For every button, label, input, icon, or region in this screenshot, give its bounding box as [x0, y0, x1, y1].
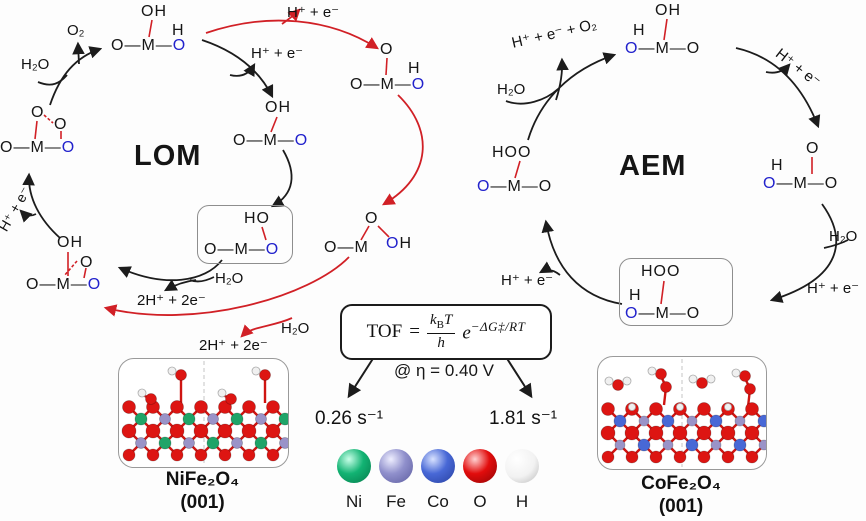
- lom-species-b-o: O: [380, 41, 394, 58]
- tof-value-nife2o4: 0.26 s⁻¹: [315, 408, 384, 429]
- tof-equation-box: TOF = kBT h e−ΔG‡/RT: [340, 304, 552, 360]
- tof-exponential: e−ΔG‡/RT: [462, 319, 526, 344]
- lom-species-b-row: O—M—O: [350, 76, 426, 93]
- legend-label-co: Co: [427, 492, 449, 511]
- legend-item-o: O: [463, 449, 497, 512]
- lom-species-f-row: O—M—O: [26, 276, 102, 293]
- bond-lines: [34, 18, 813, 305]
- lom-species-a-oh: OH: [141, 3, 167, 20]
- cofe2o4-facet: (001): [658, 496, 704, 517]
- lom-label-2h-2e-black: 2H⁺ + 2e⁻: [137, 292, 206, 309]
- aem-species-top-oh: OH: [655, 2, 681, 19]
- nife2o4-facet: (001): [180, 492, 225, 513]
- tof-value-cofe2o4: 1.81 s⁻¹: [489, 408, 558, 429]
- lom-label-2h-2e-red: 2H⁺ + 2e⁻: [199, 337, 268, 354]
- legend-label-h: H: [515, 492, 529, 511]
- aem-species-boxed-row: O—M—O: [625, 305, 701, 322]
- cofe2o4-label: CoFe₂O₄: [641, 473, 721, 494]
- lom-species-b-h: H: [408, 60, 421, 77]
- lom-species-g-o2: O: [54, 116, 68, 133]
- aem-label-h-e-bottom: H⁺ + e⁻: [807, 280, 860, 297]
- lom-species-c-row: O—M: [324, 239, 369, 256]
- lom-label-h2o-top: H₂O: [21, 56, 50, 73]
- aem-label-h2o-right: H₂O: [829, 228, 858, 245]
- aem-species-boxed-hoo: HOO: [641, 263, 681, 280]
- lom-label-h2o-red: H₂O: [281, 320, 310, 337]
- aem-species-right-h: H: [771, 157, 784, 174]
- tof-lhs: TOF: [366, 321, 403, 342]
- legend-label-fe: Fe: [386, 492, 406, 511]
- lom-red-arrows: [103, 8, 424, 338]
- lom-species-c-o-top: O: [365, 210, 379, 227]
- co-sphere-icon: [421, 449, 455, 483]
- nife2o4-structure-box: [118, 358, 289, 468]
- lom-species-f-oh: OH: [57, 234, 83, 251]
- lom-species-d-row: O—M—O: [204, 241, 280, 258]
- lom-species-a-row: O—M—O: [111, 37, 187, 54]
- lom-label-h-e-top: H⁺ + e⁻: [287, 4, 340, 21]
- lom-title: LOM: [134, 140, 202, 172]
- lom-key-intermediate-box: [197, 205, 293, 264]
- aem-species-left-row: O—M—O: [477, 178, 553, 195]
- tof-fraction: kBT h: [426, 313, 456, 351]
- lom-label-h-e-mid: H⁺ + e⁻: [251, 45, 304, 62]
- lom-label-o2: O₂: [67, 22, 85, 39]
- lom-species-d-ho: HO: [244, 210, 270, 227]
- legend-label-o: O: [473, 492, 487, 511]
- aem-title: AEM: [619, 150, 687, 182]
- lom-species-a-h: H: [172, 22, 185, 39]
- tof-arrows: [347, 356, 533, 399]
- ni-sphere-icon: [337, 449, 371, 483]
- aem-species-boxed-h: H: [629, 287, 642, 304]
- aem-key-intermediate-box: [619, 258, 733, 326]
- aem-species-top-h: H: [633, 22, 646, 39]
- legend-item-ni: Ni: [337, 449, 371, 512]
- tof-equals: =: [409, 321, 420, 342]
- lom-species-g-o1: O: [31, 104, 45, 121]
- aem-species-right-o: O: [806, 140, 820, 157]
- h-sphere-icon: [505, 449, 539, 483]
- lom-species-f-o: O: [80, 254, 94, 271]
- nife2o4-structure-image: [121, 361, 288, 465]
- lom-species-e-row: O—M—O: [233, 132, 309, 149]
- aem-black-arrows: [505, 47, 849, 305]
- lom-species-c-ooh: OH: [386, 235, 413, 252]
- aem-label-h-e-left: H⁺ + e⁻: [501, 272, 554, 289]
- cofe2o4-structure-box: [597, 356, 767, 470]
- lom-black-arrows: [19, 39, 293, 292]
- o-sphere-icon: [463, 449, 497, 483]
- nife2o4-label: NiFe₂O₄: [165, 469, 240, 490]
- lom-species-e-oh: OH: [265, 99, 291, 116]
- fe-sphere-icon: [379, 449, 413, 483]
- tof-condition: @ η = 0.40 V: [394, 361, 494, 380]
- legend-item-co: Co: [421, 449, 455, 512]
- cofe2o4-structure-image: [600, 359, 766, 467]
- legend-item-fe: Fe: [379, 449, 413, 512]
- aem-species-right-row: O—M—O: [763, 175, 839, 192]
- aem-species-top-row: O—M—O: [625, 40, 701, 57]
- aem-species-left-hoo: HOO: [492, 144, 532, 161]
- legend-label-ni: Ni: [345, 492, 363, 511]
- lom-species-g-row: O—M—O: [0, 139, 76, 156]
- lom-label-h2o-mid: H₂O: [215, 270, 244, 287]
- atom-legend: Ni Fe Co O H: [337, 449, 539, 512]
- legend-item-h: H: [505, 449, 539, 512]
- aem-label-h2o-top: H₂O: [497, 81, 526, 98]
